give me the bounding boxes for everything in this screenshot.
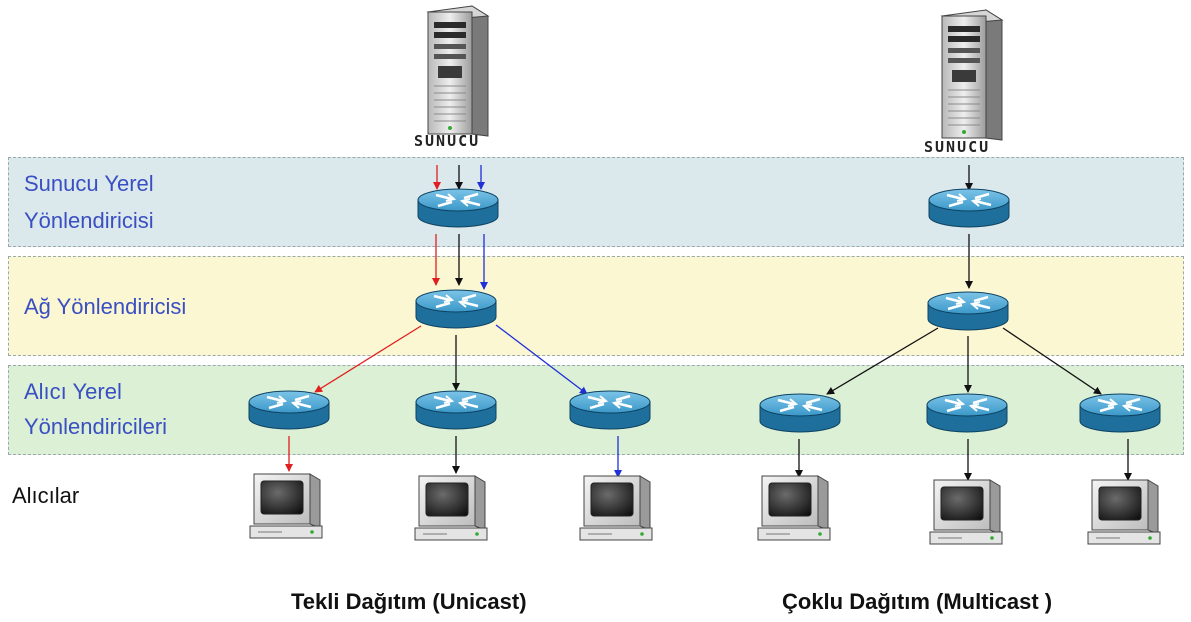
receiver-left-2-icon xyxy=(414,475,488,541)
arrow-mc-network-to-receiver-3 xyxy=(1002,327,1102,395)
router-right-network-icon xyxy=(927,291,1009,331)
router-right-receiver-1-icon xyxy=(759,393,841,433)
server-caption-right: SUNUCU xyxy=(924,138,991,156)
layer-label-server-local-line1: Sunucu Yerel xyxy=(24,171,154,196)
caption-unicast: Tekli Dağıtım (Unicast) xyxy=(291,589,527,614)
server-right-icon xyxy=(940,9,1004,141)
layer-label-network: Ağ Yönlendiricisi xyxy=(24,294,187,319)
layer-label-receiver-local-line2: Yönlendiricileri xyxy=(24,414,168,439)
caption-multicast: Çoklu Dağıtım (Multicast ) xyxy=(782,589,1053,614)
layer-label-server-local-line2: Yönlendiricisi xyxy=(24,208,154,233)
router-right-receiver-3-icon xyxy=(1079,393,1161,433)
receiver-right-1-icon xyxy=(757,475,831,541)
arrow-red-network-to-receiver xyxy=(314,325,422,393)
server-caption-left: SUNUCU xyxy=(414,132,481,150)
router-right-receiver-2-icon xyxy=(926,393,1008,433)
layer-label-receivers: Alıcılar xyxy=(12,483,80,508)
router-left-server-local-icon xyxy=(417,188,499,228)
arrow-mc-network-to-receiver-1 xyxy=(826,327,939,395)
router-left-network-icon xyxy=(415,289,497,329)
arrow-blue-network-to-receiver xyxy=(495,324,588,395)
receiver-right-3-icon xyxy=(1087,479,1161,545)
server-left-icon xyxy=(426,5,490,137)
receiver-left-3-icon xyxy=(579,475,653,541)
router-left-receiver-3-icon xyxy=(569,390,651,430)
layer-label-receiver-local-line1: Alıcı Yerel xyxy=(24,379,122,404)
router-left-receiver-2-icon xyxy=(415,390,497,430)
router-right-server-local-icon xyxy=(928,188,1010,228)
router-left-receiver-1-icon xyxy=(248,390,330,430)
receiver-left-1-icon xyxy=(249,473,323,539)
receiver-right-2-icon xyxy=(929,479,1003,545)
